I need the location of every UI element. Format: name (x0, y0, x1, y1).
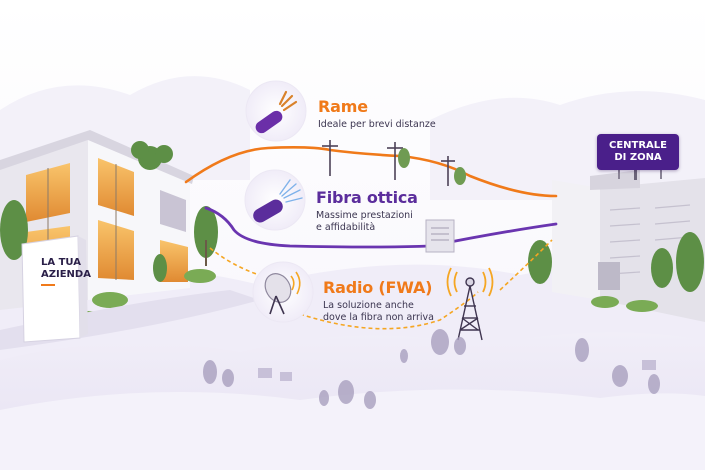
distant-trees (203, 329, 660, 409)
company-sign: LA TUA AZIENDA (26, 246, 91, 334)
exchange-sign-post (634, 170, 637, 180)
utility-poles (322, 140, 455, 186)
tower-signal-waves (446, 267, 494, 297)
fiber-description-line-2: e affidabilità (316, 222, 376, 233)
fiber-option-label: Fibra ottica Massime prestazioni e affid… (316, 189, 418, 234)
exchange-sign-line-1: CENTRALE (608, 140, 667, 151)
distant-houses (258, 360, 656, 381)
exchange-sign: CENTRALE DI ZONA (597, 134, 679, 170)
radio-option-title: Radio (FWA) (323, 278, 433, 297)
fiber-option-title: Fibra ottica (316, 188, 418, 207)
radio-description-line-2: dove la fibra non arriva (323, 312, 434, 323)
company-sign-accent (41, 284, 55, 286)
radio-link-right (299, 239, 553, 330)
foreground-hills (0, 332, 705, 470)
street-cabinet (425, 219, 455, 253)
copper-option-label: Rame Ideale per brevi distanze (318, 98, 436, 131)
company-sign-line-1: LA TUA (41, 257, 81, 268)
radio-description-line-1: La soluzione anche (323, 300, 414, 311)
fiber-description-line-1: Massime prestazioni (316, 210, 413, 221)
radio-link-left (209, 247, 263, 277)
exchange-building (528, 169, 705, 322)
radio-option-label: Radio (FWA) La soluzione anche dove la f… (323, 279, 434, 324)
pole-trees (398, 148, 466, 185)
satellite-dish-icon (252, 261, 314, 323)
fiber-optic-cable-icon (244, 169, 306, 231)
company-sign-line-2: AZIENDA (41, 269, 91, 280)
copper-option-description: Ideale per brevi distanze (318, 119, 436, 130)
radio-tower (457, 277, 483, 341)
radio-option-description: La soluzione anche dove la fibra non arr… (323, 300, 434, 324)
copper-option-title: Rame (318, 97, 368, 116)
copper-cable-icon (245, 80, 307, 142)
exchange-sign-line-2: DI ZONA (614, 152, 662, 163)
fiber-connection-line (204, 206, 558, 249)
company-sign-panel (21, 235, 88, 343)
copper-connection-line (184, 146, 558, 198)
fiber-option-description: Massime prestazioni e affidabilità (316, 210, 418, 234)
